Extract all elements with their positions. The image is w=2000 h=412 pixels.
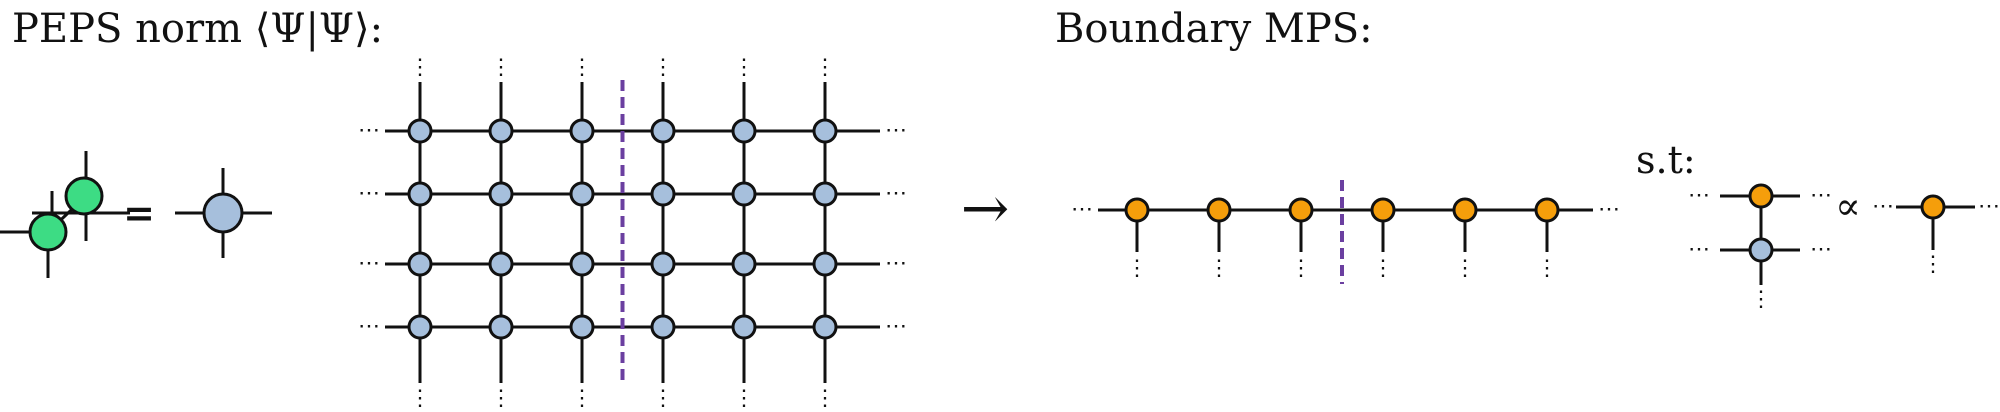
double-layer-tensor-node [812, 118, 838, 144]
double-layer-tensor-node [731, 314, 757, 340]
ellipsis: ⋮ [490, 386, 512, 411]
double-layer-tensor-node [488, 181, 514, 207]
boundary-tensor-node [1206, 197, 1232, 223]
boundary-tensor-node [1534, 197, 1560, 223]
ellipsis: ⋮ [1922, 252, 1944, 277]
boundary-tensor-node [1452, 197, 1478, 223]
ellipsis: ⋮ [1536, 256, 1558, 281]
ellipsis: ⋮ [409, 386, 431, 411]
double-layer-tensor-node [407, 314, 433, 340]
ellipsis: ⋯ [1598, 197, 1620, 222]
fixed-point-condition: ⋯ ⋯ ⋯ ⋯ ⋮ ∝ ⋯ ⋯ ⋮ [1688, 183, 2000, 312]
double-layer-tensor-node [569, 251, 595, 277]
such-that-label: s.t: [1636, 138, 1696, 182]
double-layer-tensor-node [812, 314, 838, 340]
ellipsis: ⋯ [885, 251, 907, 276]
double-layer-tensor-node [731, 181, 757, 207]
ellipsis: ⋮ [1290, 256, 1312, 281]
ellipsis: ⋯ [358, 314, 380, 339]
double-layer-tensor-node [569, 314, 595, 340]
contraction-arrow: → [961, 174, 1010, 242]
boundary-mps-chain: ⋯ ⋯ ⋮ ⋮ ⋮ ⋮ ⋮ ⋮ [1071, 180, 1620, 284]
peps-grid: ⋯ ⋯ ⋯ ⋯ ⋯ ⋯ ⋯ ⋯ ⋮ ⋮ ⋮ ⋮ ⋮ ⋮ ⋮ ⋮ ⋮ ⋮ ⋮ ⋮ [358, 55, 907, 411]
ellipsis: ⋯ [1978, 194, 2000, 219]
ellipsis: ⋯ [1688, 237, 1710, 262]
double-layer-tensor-node [488, 118, 514, 144]
ellipsis: ⋮ [490, 55, 512, 80]
boundary-tensor-node [1370, 197, 1396, 223]
proportional-sign: ∝ [1835, 184, 1861, 228]
ellipsis: ⋮ [571, 55, 593, 80]
ellipsis: ⋯ [1810, 237, 1832, 262]
double-layer-tensor-node [569, 118, 595, 144]
ellipsis: ⋮ [733, 55, 755, 80]
double-layer-tensor-node [202, 192, 244, 234]
double-layer-tensor-node [731, 251, 757, 277]
ket-tensor-node [64, 176, 104, 216]
ellipsis: ⋯ [358, 251, 380, 276]
ellipsis: ⋯ [885, 314, 907, 339]
ellipsis: ⋮ [652, 386, 674, 411]
ellipsis: ⋯ [885, 118, 907, 143]
ellipsis: ⋮ [1750, 287, 1772, 312]
ellipsis: ⋮ [571, 386, 593, 411]
ellipsis: ⋮ [814, 55, 836, 80]
peps-norm-title: PEPS norm ⟨Ψ|Ψ⟩: [12, 6, 384, 52]
double-layer-tensor-node [650, 251, 676, 277]
boundary-tensor-node [1748, 183, 1774, 209]
boundary-tensor-node [1920, 194, 1946, 220]
ellipsis: ⋮ [652, 55, 674, 80]
double-layer-tensor-node [1748, 237, 1774, 263]
boundary-mps-title: Boundary MPS: [1055, 6, 1373, 52]
ellipsis: ⋮ [409, 55, 431, 80]
ellipsis: ⋮ [814, 386, 836, 411]
ellipsis: ⋮ [1126, 256, 1148, 281]
double-layer-tensor-node [407, 251, 433, 277]
ellipsis: ⋮ [1208, 256, 1230, 281]
double-layer-tensor-node [650, 181, 676, 207]
ellipsis: ⋯ [358, 118, 380, 143]
double-layer-tensor-node [569, 181, 595, 207]
double-layer-tensor-node [812, 181, 838, 207]
bra-tensor-node [28, 212, 68, 252]
double-layer-equation: = [0, 151, 272, 278]
double-layer-tensor-node [650, 314, 676, 340]
equals-sign: = [123, 190, 155, 235]
ellipsis: ⋯ [1688, 183, 1710, 208]
ellipsis: ⋯ [885, 181, 907, 206]
ellipsis: ⋮ [733, 386, 755, 411]
double-layer-tensor-node [731, 118, 757, 144]
double-layer-tensor-node [407, 118, 433, 144]
ellipsis: ⋮ [1372, 256, 1394, 281]
double-layer-tensor-node [488, 251, 514, 277]
double-layer-tensor-node [812, 251, 838, 277]
ellipsis: ⋯ [358, 181, 380, 206]
boundary-tensor-node [1288, 197, 1314, 223]
ellipsis: ⋮ [1454, 256, 1476, 281]
ellipsis: ⋯ [1810, 183, 1832, 208]
boundary-tensor-node [1124, 197, 1150, 223]
ellipsis: ⋯ [1071, 197, 1093, 222]
ellipsis: ⋯ [1872, 194, 1894, 219]
double-layer-tensor-node [407, 181, 433, 207]
double-layer-tensor-node [650, 118, 676, 144]
double-layer-tensor-node [488, 314, 514, 340]
